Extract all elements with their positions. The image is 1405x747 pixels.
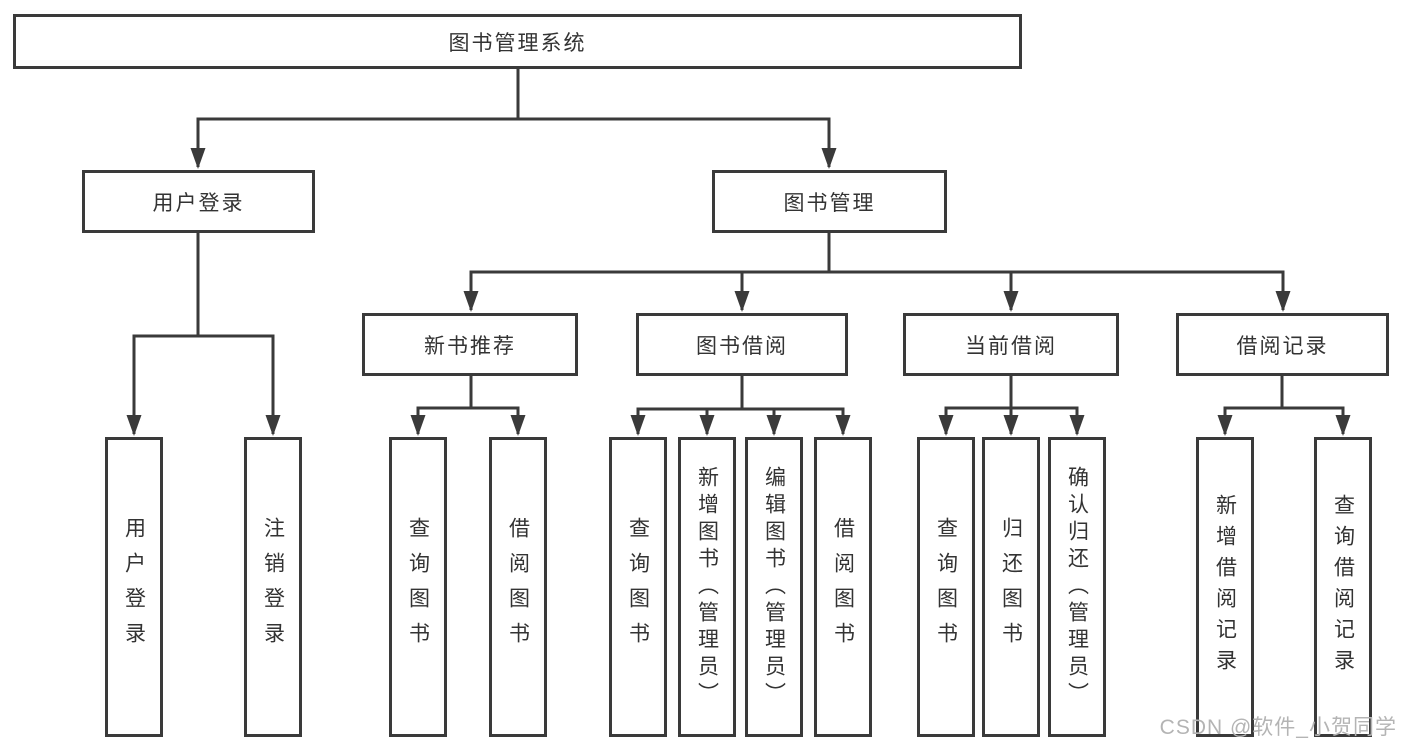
leaf-label: 借阅图书 bbox=[506, 517, 530, 657]
node-label: 用户登录 bbox=[152, 191, 245, 215]
leaf-label: 新增图书（管理员） bbox=[695, 465, 719, 709]
node-user-login: 用户登录 bbox=[82, 170, 315, 233]
leaf-label: 查询图书 bbox=[406, 517, 430, 657]
node-root: 图书管理系统 bbox=[13, 14, 1022, 69]
leaf-label: 查询借阅记录 bbox=[1331, 494, 1355, 680]
node-label: 新书推荐 bbox=[424, 334, 516, 358]
leaf-logout: 注销登录 bbox=[244, 437, 302, 737]
leaf-borrow-borrow-books: 借阅图书 bbox=[814, 437, 872, 737]
leaf-label: 确认归还（管理员） bbox=[1065, 465, 1089, 709]
node-label: 图书管理 bbox=[783, 191, 876, 215]
node-label: 借阅记录 bbox=[1236, 334, 1329, 358]
node-book-borrow: 图书借阅 bbox=[636, 313, 848, 376]
node-label: 图书借阅 bbox=[696, 334, 788, 358]
leaf-label: 归还图书 bbox=[999, 517, 1023, 657]
leaf-current-query-books: 查询图书 bbox=[917, 437, 975, 737]
csdn-watermark: CSDN @软件_小贺同学 bbox=[1159, 716, 1397, 739]
leaf-recommend-query-books: 查询图书 bbox=[389, 437, 447, 737]
leaf-label: 用户登录 bbox=[122, 517, 146, 657]
leaf-label: 新增借阅记录 bbox=[1213, 494, 1237, 680]
leaf-borrow-query-books: 查询图书 bbox=[609, 437, 667, 737]
leaf-recommend-borrow-books: 借阅图书 bbox=[489, 437, 547, 737]
node-label: 当前借阅 bbox=[965, 334, 1057, 358]
leaf-borrow-add-books-admin: 新增图书（管理员） bbox=[678, 437, 736, 737]
leaf-current-confirm-return-admin: 确认归还（管理员） bbox=[1048, 437, 1106, 737]
node-new-book-recommend: 新书推荐 bbox=[362, 313, 578, 376]
node-book-mgmt: 图书管理 bbox=[712, 170, 947, 233]
node-current-borrow: 当前借阅 bbox=[903, 313, 1119, 376]
leaf-label: 查询图书 bbox=[934, 517, 958, 657]
leaf-user-login: 用户登录 bbox=[105, 437, 163, 737]
leaf-records-add-record: 新增借阅记录 bbox=[1196, 437, 1254, 737]
leaf-records-query-record: 查询借阅记录 bbox=[1314, 437, 1372, 737]
node-label: 图书管理系统 bbox=[448, 31, 587, 55]
leaf-borrow-edit-books-admin: 编辑图书（管理员） bbox=[745, 437, 803, 737]
leaf-label: 编辑图书（管理员） bbox=[762, 465, 786, 709]
leaf-label: 注销登录 bbox=[261, 517, 285, 657]
leaf-label: 借阅图书 bbox=[831, 517, 855, 657]
node-borrow-records: 借阅记录 bbox=[1176, 313, 1389, 376]
leaf-label: 查询图书 bbox=[626, 517, 650, 657]
leaf-current-return-books: 归还图书 bbox=[982, 437, 1040, 737]
